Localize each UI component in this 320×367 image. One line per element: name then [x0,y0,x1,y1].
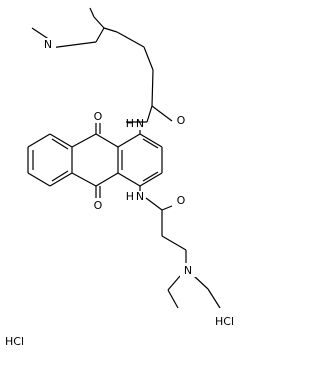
bond [49,172,73,187]
bond [95,133,119,148]
bond [142,138,159,149]
label-mask [180,263,196,277]
bond [207,288,221,309]
bond [139,133,163,148]
bond [71,133,97,148]
bond [27,133,51,148]
bond [116,31,145,48]
hcl-left: HCl [5,335,24,348]
bond [51,138,69,150]
counterions: HCl HCl [5,315,234,348]
bond [143,46,154,71]
atom-o-bottom-amide: O [177,194,186,207]
bond [146,105,153,123]
bond [142,171,159,182]
bond [167,275,181,291]
bond [49,133,73,148]
bond [95,172,119,187]
bond [151,69,154,107]
atom-n-top-amine: N [44,38,52,51]
bond [117,133,141,148]
anthraquinone-core [27,119,163,201]
label-mask [90,198,106,212]
bond [151,105,173,122]
molecule-canvas: N O N H O O N H O N HCl HCl [5,7,234,348]
bond [95,27,105,43]
atom-n-top-amide: N [136,117,144,130]
bond [161,205,173,211]
bond [27,172,51,187]
bond [49,41,97,49]
bond [161,235,187,251]
bond [89,7,95,18]
bond [103,27,118,33]
atom-o-quinone-bottom: O [94,199,103,212]
bond [93,16,105,29]
atom-h-top-amide: H [126,117,134,130]
label-mask [40,38,56,52]
atom-n-bottom-amine: N [184,264,192,277]
atom-h-bottom-amide: H [126,190,134,203]
structure-diagram: N O N H O O N H O N HCl HCl [5,7,234,348]
atom-n-bottom-amide: N [136,190,144,203]
hcl-right: HCl [215,315,234,328]
bond [193,275,209,290]
bond [117,172,141,187]
bond [145,197,163,211]
bond [167,289,179,309]
bottom-side-chain [145,197,221,309]
bond [51,170,69,182]
top-side-chain [31,7,173,123]
label-mask [173,113,189,127]
atom-o-top-amide: O [177,114,186,127]
bond [139,172,163,187]
bond [71,172,97,187]
label-mask [90,109,106,123]
atom-labels: N O N H O O N H O N [40,38,196,277]
atom-o-quinone-top: O [94,110,103,123]
